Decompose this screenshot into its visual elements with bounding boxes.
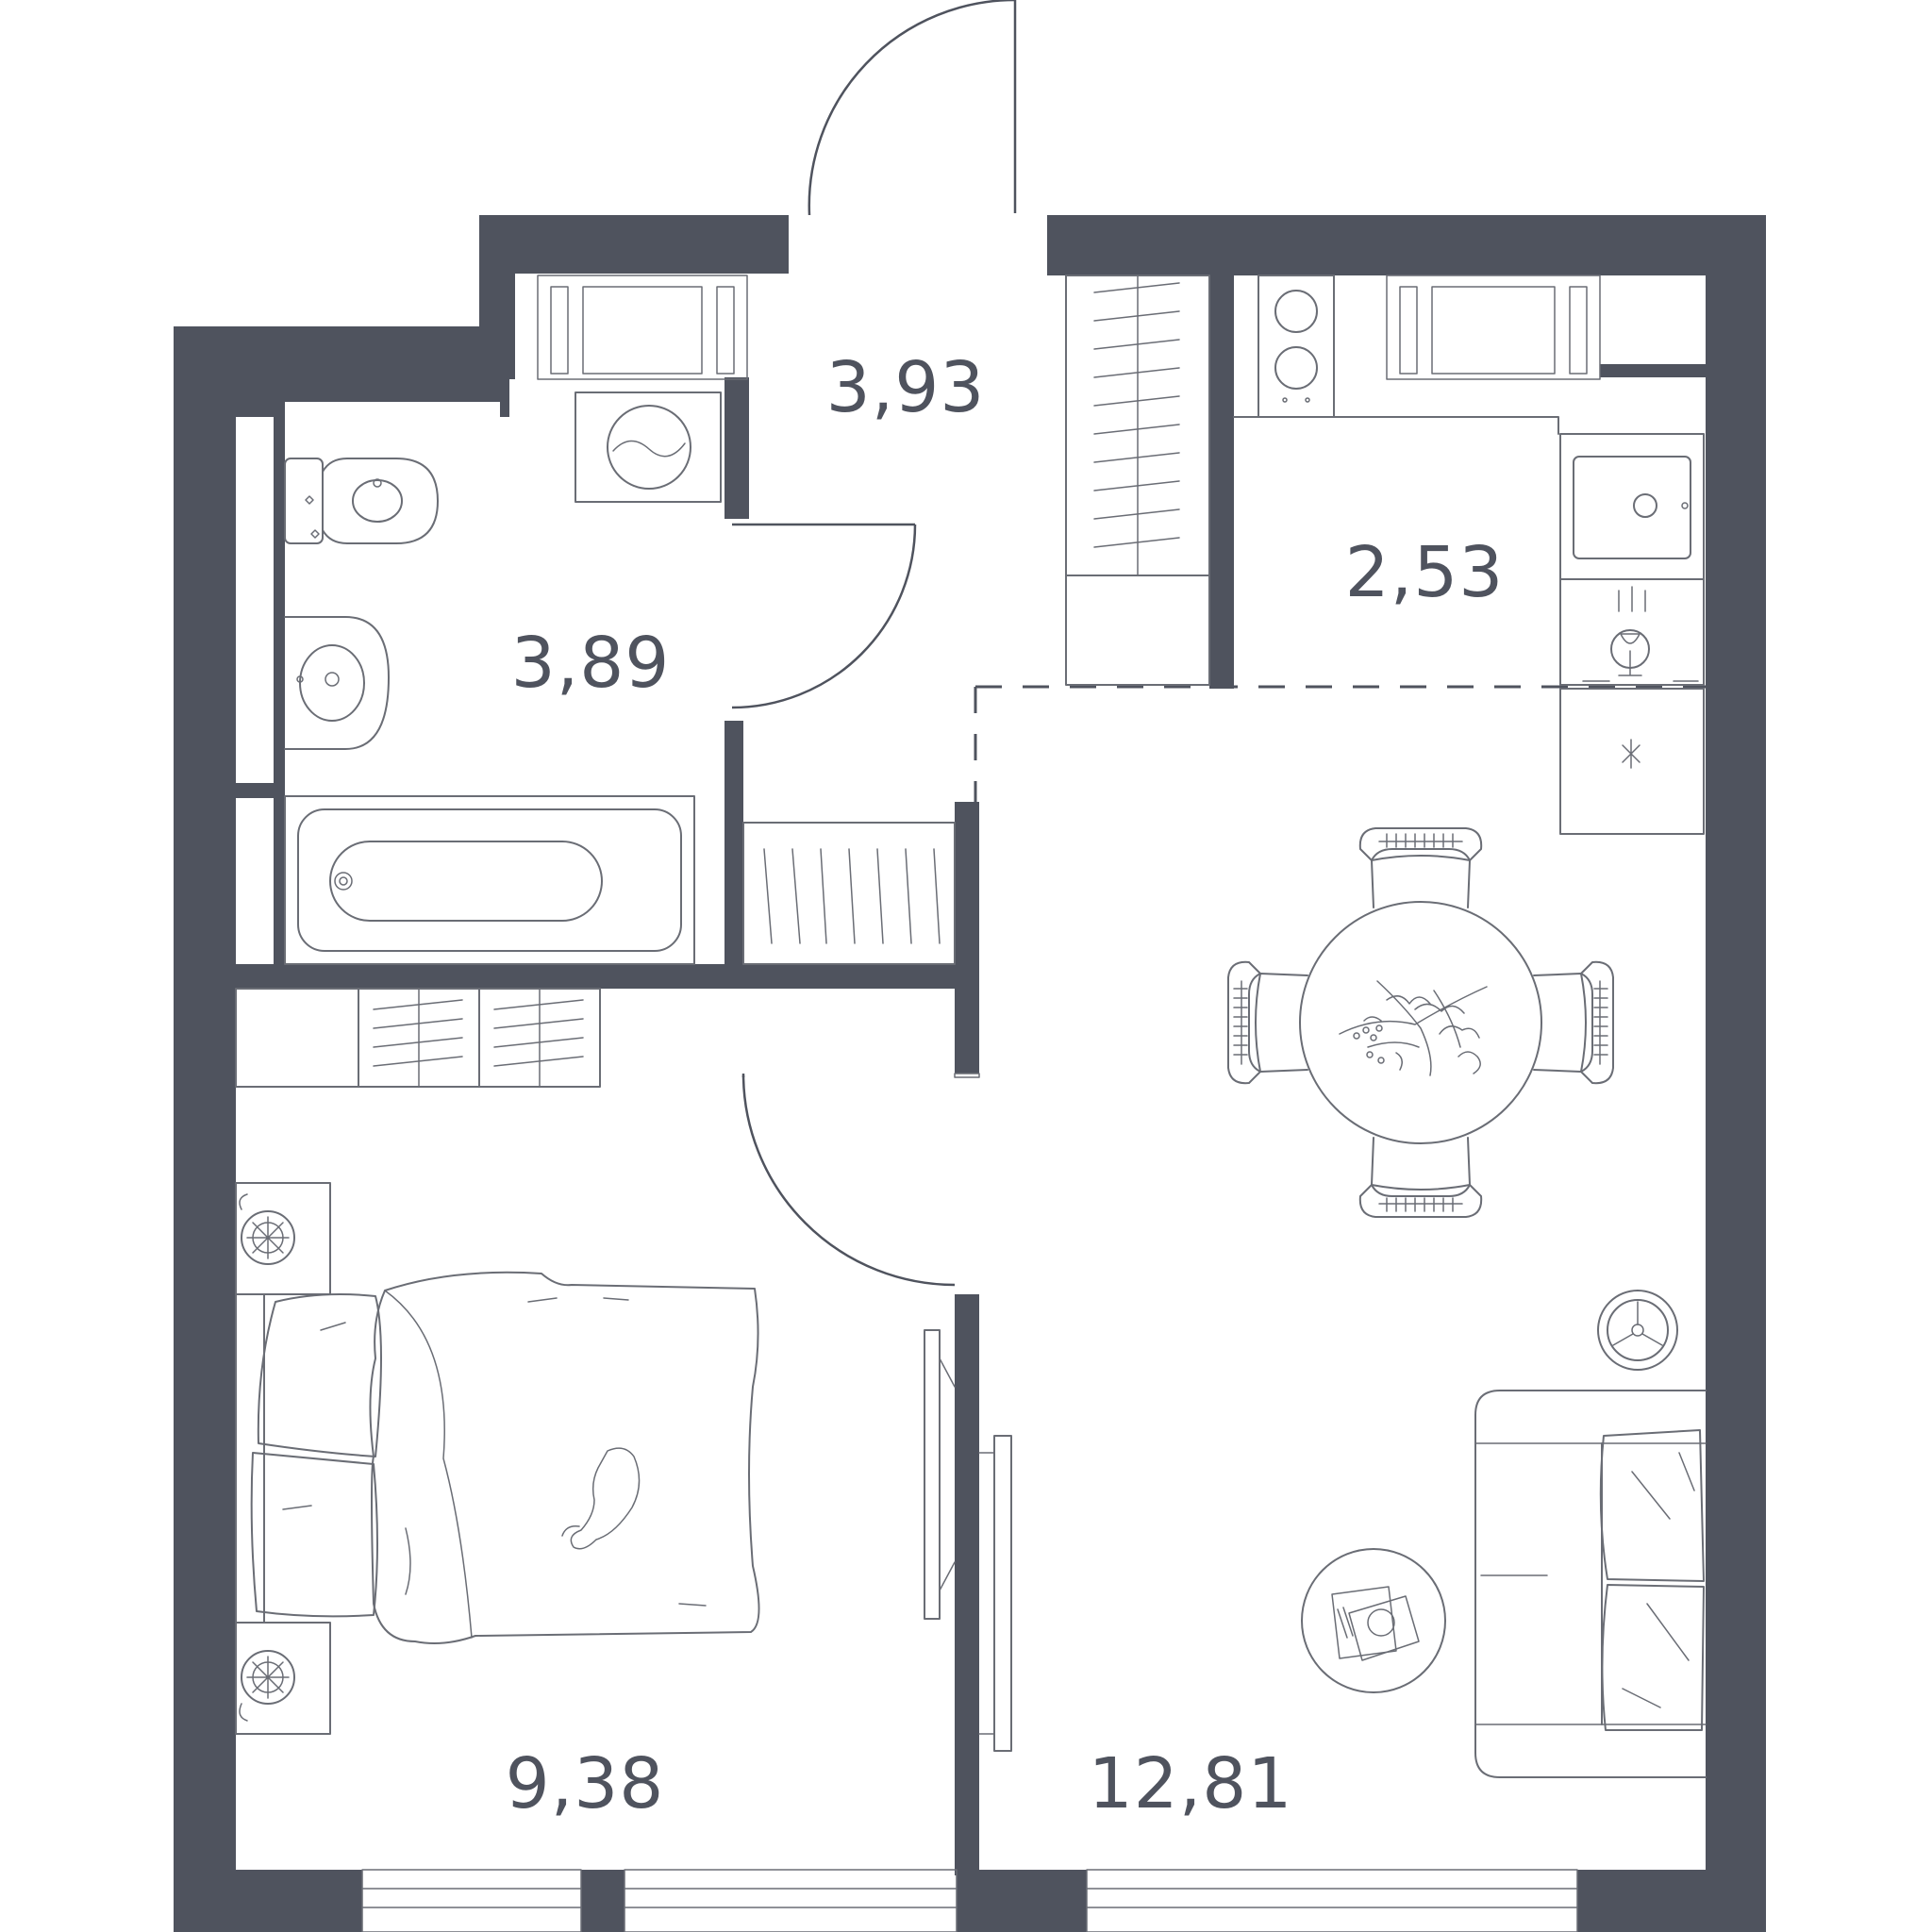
- wall-kitchen-niche: [1600, 364, 1707, 377]
- wall-bath-right-upper: [724, 377, 749, 519]
- wall-bed-living: [955, 1294, 979, 1875]
- area-label-hall: 3,93: [826, 347, 986, 428]
- bedroom-furniture: [235, 988, 956, 1735]
- kitchen-counter: [1233, 416, 1559, 435]
- area-label-kitchen: 2,53: [1345, 532, 1505, 613]
- bathtub-icon: [284, 795, 695, 965]
- sofa-icon: [1474, 1390, 1707, 1778]
- wall-bath-left-inner: [274, 417, 285, 970]
- coffee-table-icon: [1301, 1548, 1446, 1693]
- wall-bath-left-notch: [236, 783, 285, 798]
- kitchen-sink-icon: [1559, 433, 1705, 580]
- chair-left: [1227, 960, 1308, 1085]
- tv-bedroom-mount: [939, 1357, 956, 1591]
- chair-right: [1533, 960, 1614, 1085]
- wall-left: [174, 326, 236, 1924]
- wall-bath-top-stub: [500, 379, 509, 417]
- area-labels: 3,93 3,89 2,53 9,38 12,81: [506, 347, 1505, 1824]
- wall-bottom-3: [957, 1870, 1087, 1932]
- living-furniture: [978, 1290, 1707, 1778]
- bathroom-door: [731, 523, 917, 709]
- nightstand-bottom: [235, 1622, 331, 1735]
- windows: [361, 275, 1601, 1932]
- bedroom-door-jamb: [954, 1073, 980, 1078]
- window-bedroom-2: [624, 1869, 958, 1932]
- wall-bottom-2: [581, 1870, 625, 1932]
- wall-hall-right: [955, 802, 979, 1074]
- flower-decor-icon: [1339, 980, 1488, 1076]
- doors: [731, 0, 1017, 1287]
- wall-kitchen-left: [1209, 275, 1234, 689]
- kitchen-fixtures: [1233, 275, 1705, 835]
- wall-bottom-4: [1577, 1870, 1766, 1932]
- area-label-bathroom: 3,89: [511, 623, 671, 704]
- bathroom-fixtures: [284, 391, 722, 965]
- hall-storage: [742, 275, 1210, 965]
- floor-lamp-icon: [1597, 1290, 1678, 1371]
- wall-bath-bottom: [236, 964, 977, 989]
- dishwasher-icon: [1559, 578, 1705, 686]
- hob-icon: [1257, 275, 1335, 418]
- window-bathroom-top: [537, 275, 748, 380]
- wall-bath-top: [236, 379, 508, 402]
- sink-icon: [284, 616, 390, 750]
- wall-bottom-1: [174, 1870, 362, 1932]
- walls: [174, 215, 1766, 1932]
- entrance-door: [808, 0, 1017, 216]
- wall-top-right: [1047, 215, 1766, 275]
- fridge-icon: [1559, 688, 1705, 835]
- nightstand-top: [235, 1182, 331, 1295]
- shoe-rack-hall: [742, 822, 956, 965]
- window-bedroom-1: [361, 1869, 582, 1932]
- wall-right: [1706, 215, 1766, 1924]
- area-label-bedroom: 9,38: [506, 1743, 665, 1824]
- tv-unit-icon: [978, 1435, 1012, 1752]
- window-living: [1086, 1869, 1578, 1932]
- wardrobe-bedroom: [235, 988, 601, 1088]
- tv-bedroom: [924, 1329, 941, 1620]
- wall-top-left-upper: [479, 215, 789, 274]
- wall-step: [479, 215, 515, 328]
- bed-icon: [235, 1271, 760, 1644]
- chair-top: [1358, 827, 1483, 908]
- wardrobe-hall: [1065, 275, 1210, 686]
- toilet-icon: [284, 458, 439, 544]
- wall-bath-corner: [236, 402, 285, 417]
- bedroom-door: [741, 1073, 956, 1287]
- chair-bottom: [1358, 1137, 1483, 1218]
- wall-bath-right-lower: [724, 721, 743, 970]
- area-label-living: 12,81: [1089, 1743, 1293, 1824]
- window-kitchen-top: [1386, 275, 1601, 380]
- dining-table: [1299, 901, 1542, 1144]
- dining-set: [1227, 827, 1614, 1218]
- washing-machine-icon: [575, 391, 722, 503]
